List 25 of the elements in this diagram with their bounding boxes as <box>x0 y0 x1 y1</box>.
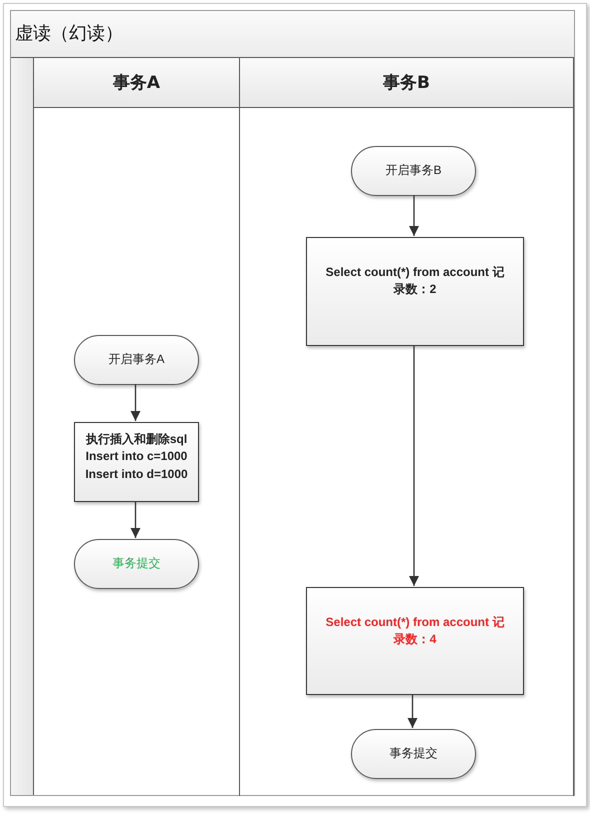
lane-header: 事务A <box>34 58 239 108</box>
process-box <box>306 587 524 695</box>
node-text: 执行插入和删除sql Insert into c=1000 Insert into d=1000 <box>84 431 189 483</box>
arrow <box>130 384 140 421</box>
node-text: 开启事务B <box>385 162 442 180</box>
node-text: 事务提交 <box>390 745 438 762</box>
terminator-shape <box>74 539 199 589</box>
arrow <box>130 501 140 538</box>
node-text: Select count(*) from account 记录数：4 <box>324 614 506 648</box>
terminator-shape <box>351 729 476 779</box>
arrow <box>408 694 418 728</box>
node-text: Select count(*) from account 记录数：2 <box>324 264 506 298</box>
arrow <box>409 195 419 236</box>
terminator-shape <box>74 335 199 385</box>
swimlane-pool <box>10 10 575 796</box>
lane-header: 事务B <box>240 58 573 108</box>
process-box <box>74 422 199 502</box>
swimlane <box>240 58 574 796</box>
node-text: 开启事务A <box>108 351 164 368</box>
process-box <box>306 237 524 346</box>
node-text: 事务提交 <box>112 555 160 572</box>
pool-title: 虚读（幻读） <box>15 22 123 45</box>
terminator-shape <box>351 146 476 196</box>
arrow <box>409 345 419 586</box>
swimlane <box>34 58 240 796</box>
